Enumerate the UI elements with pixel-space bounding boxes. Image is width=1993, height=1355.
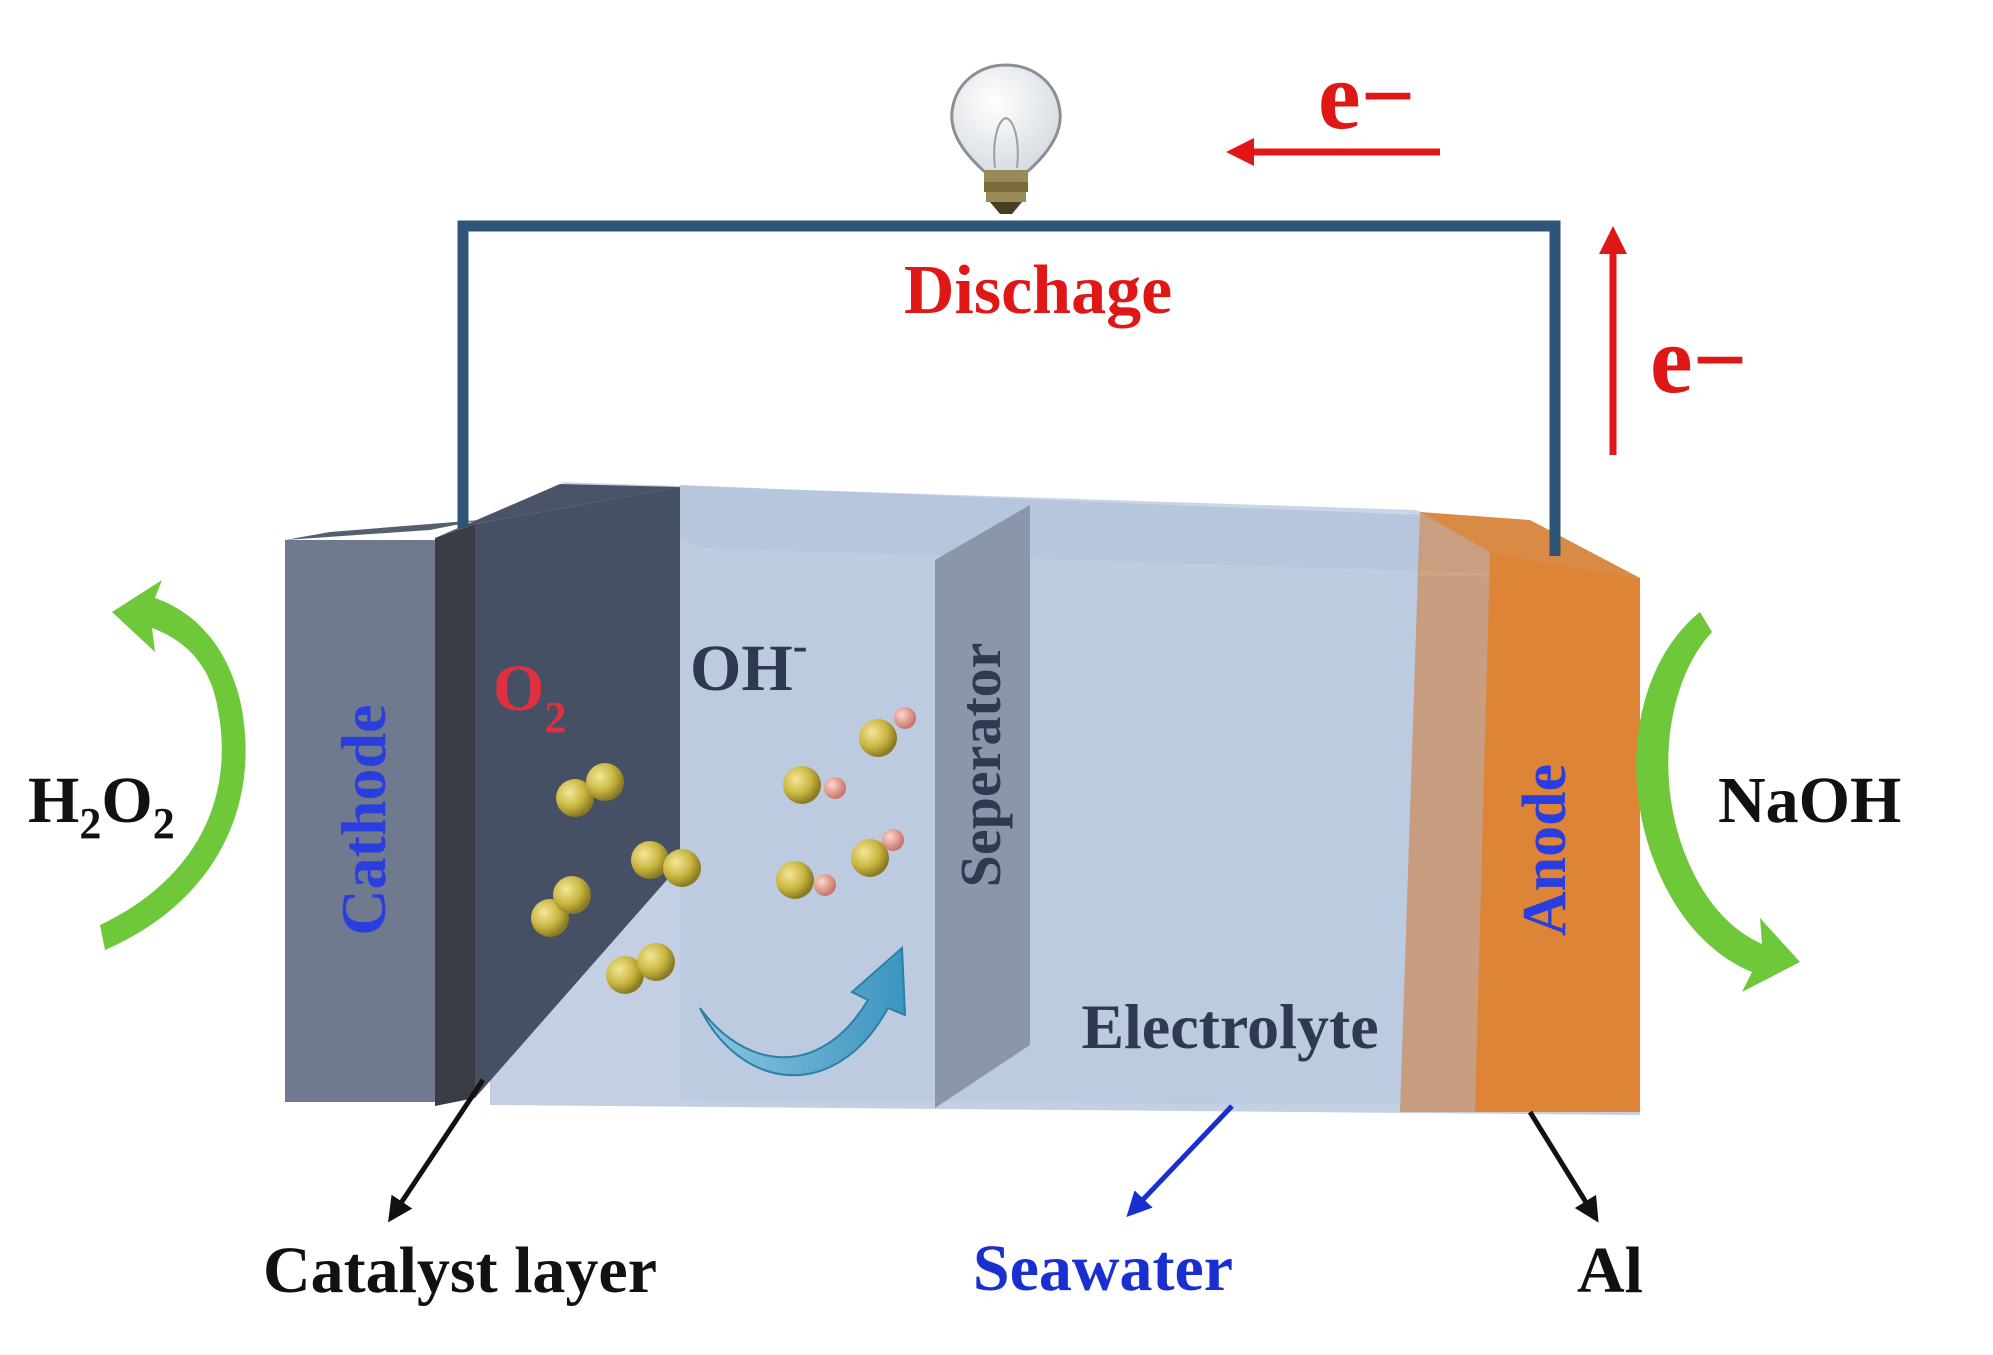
oh-ion — [851, 829, 904, 877]
anode-block — [1400, 512, 1640, 1112]
catalyst-layer-label: Catalyst layer — [263, 1234, 657, 1307]
anode-side — [1400, 512, 1490, 1112]
separator — [935, 505, 1030, 1108]
hydroxide-superscript: - — [793, 621, 808, 670]
h2o2-sub-2: 2 — [153, 799, 175, 848]
anode-label: Anode — [1511, 764, 1579, 936]
cathode-front — [285, 540, 435, 1102]
external-circuit — [457, 220, 1561, 556]
light-bulb-icon — [950, 63, 1062, 214]
o2-label: O2 — [493, 652, 566, 742]
electron-flow-top: e− — [1226, 42, 1440, 166]
electrolyte-container — [490, 482, 1640, 1115]
electrolyte-front-face — [490, 555, 1640, 1115]
electrolyte-label: Electrolyte — [1081, 991, 1378, 1062]
al-label: Al — [1577, 1234, 1643, 1307]
electron-flow-side: e− — [1599, 226, 1747, 455]
ion-flow-arrow-icon — [699, 945, 907, 1077]
electron-label-side: e− — [1650, 306, 1747, 413]
al-callout: Al — [1527, 1110, 1643, 1307]
oxygen-molecules — [531, 763, 701, 994]
electron-label-top: e− — [1318, 42, 1415, 149]
discharge-label: Dischage — [904, 252, 1172, 329]
catalyst-pointer-arrow — [388, 1078, 486, 1223]
oh-ion — [859, 707, 916, 757]
anode-front — [1475, 552, 1640, 1112]
naoh-label: NaOH — [1718, 764, 1901, 837]
anode-product-recycle-icon — [1636, 612, 1800, 992]
o2-molecule — [531, 876, 591, 937]
hydroxide-ions — [776, 707, 916, 899]
catalyst-strip — [435, 524, 475, 1106]
al-pointer-arrow — [1527, 1110, 1599, 1223]
o2-main: O — [493, 652, 544, 725]
cathode-product-recycle-icon — [100, 580, 246, 950]
anode-top — [1420, 512, 1640, 578]
o2-molecule — [606, 943, 675, 994]
h2o2-sub-1: 2 — [79, 799, 101, 848]
circuit-wire — [457, 220, 1561, 556]
o2-molecule — [631, 841, 701, 887]
cathode-top — [285, 520, 480, 540]
catalyst-panel-top — [435, 484, 680, 538]
oh-ion — [783, 766, 846, 804]
h2o2-h: H — [28, 764, 79, 837]
seawater-label: Seawater — [973, 1232, 1233, 1305]
seawater-callout: Seawater — [973, 1104, 1234, 1305]
h2o2-o: O — [101, 764, 152, 837]
seawater-pointer-arrow — [1126, 1104, 1234, 1218]
hydroxide-main: OH — [690, 632, 793, 705]
oh-ion — [776, 861, 836, 899]
hydroxide-label: OH- — [690, 621, 807, 705]
cathode-label: Cathode — [328, 704, 399, 935]
o2-subscript: 2 — [544, 693, 566, 742]
separator-label: Seperator — [948, 643, 1013, 888]
catalyst-callout: Catalyst layer — [263, 1078, 657, 1307]
o2-molecule — [556, 763, 624, 817]
h2o2-label: H2O2 — [28, 764, 175, 848]
